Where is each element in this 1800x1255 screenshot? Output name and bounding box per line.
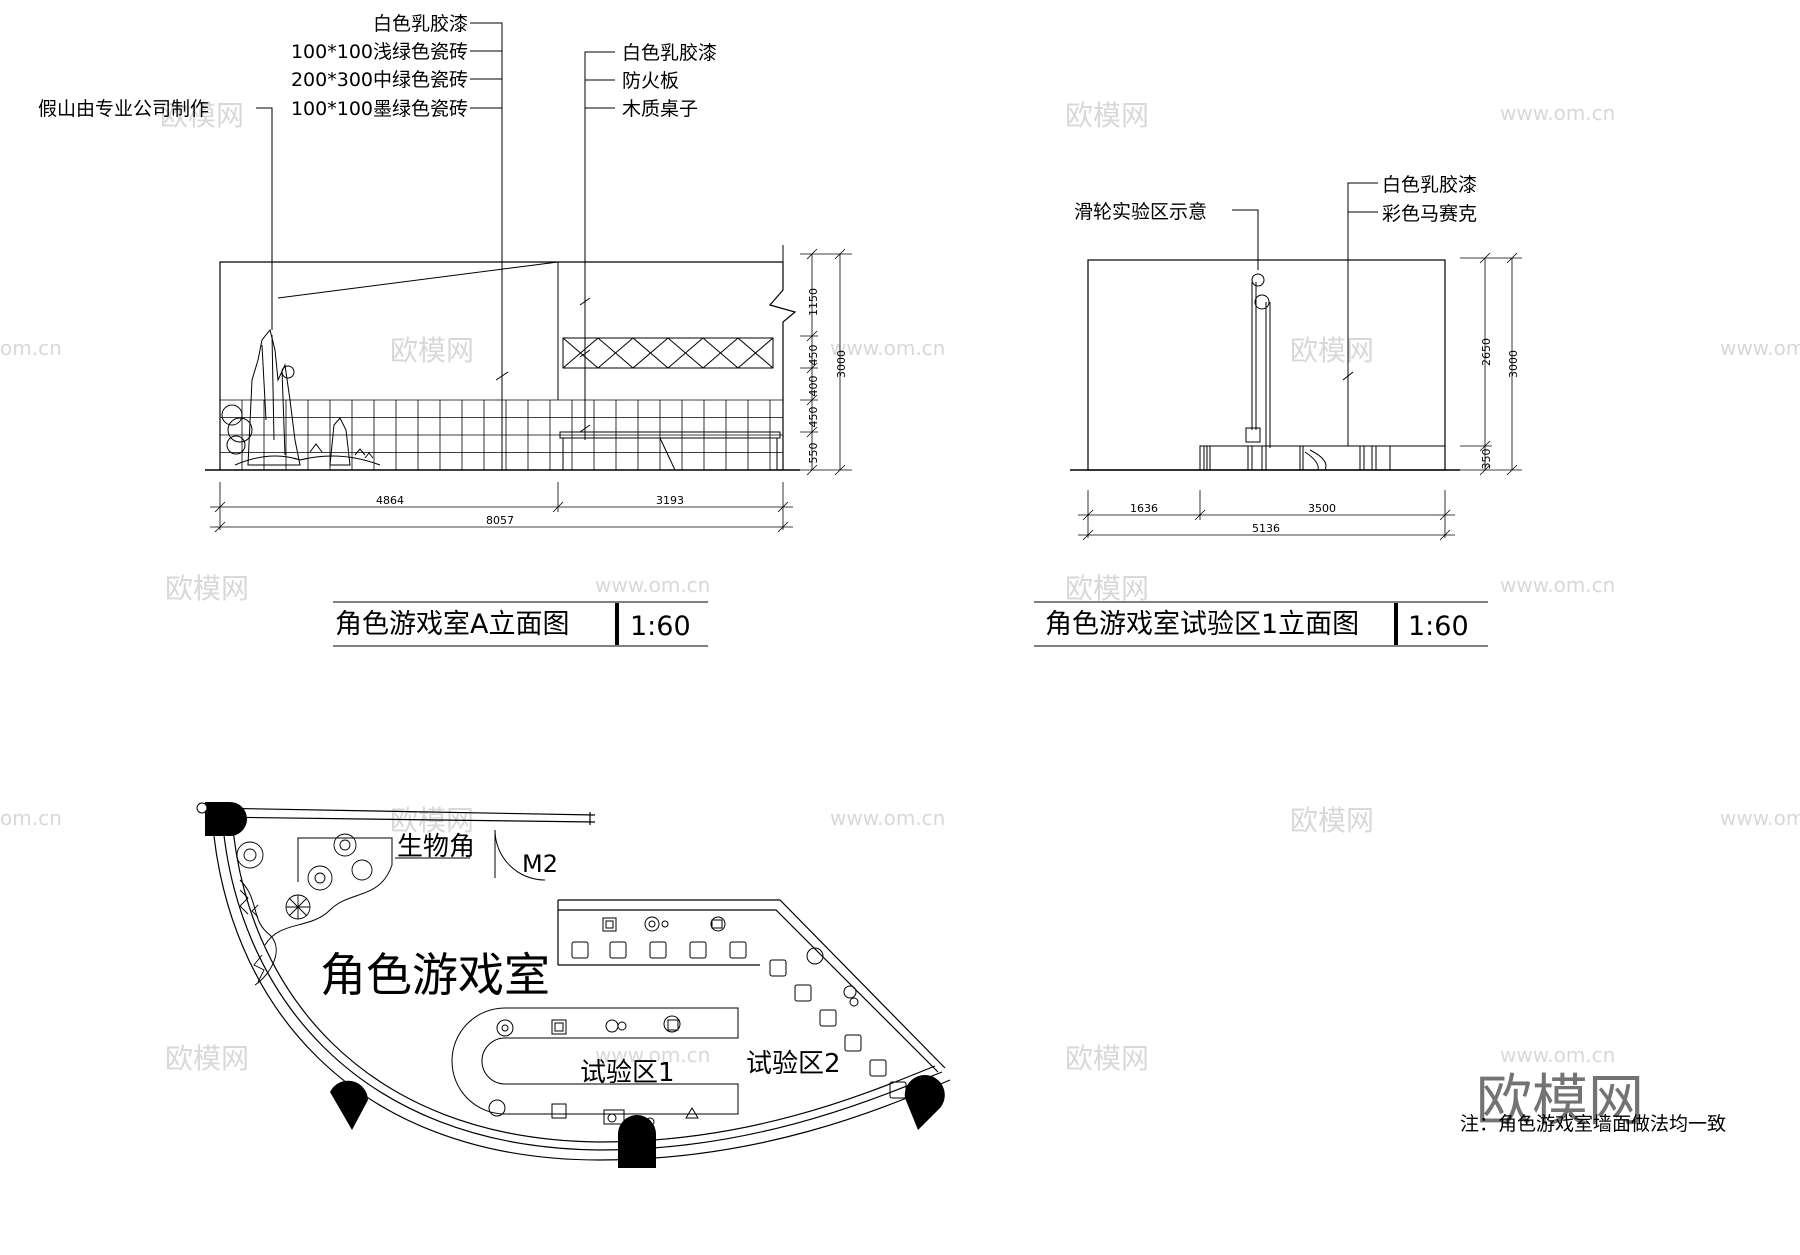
plan-u-counter: [451, 1007, 739, 1127]
elevation-a-rockery: [221, 328, 381, 466]
elevation-b-scale: 1:60: [1408, 611, 1469, 642]
chair: [689, 941, 707, 959]
plan-columns: [196, 802, 945, 1168]
elevation-a-dim-1150: 1150: [807, 288, 820, 316]
elevation-a-label-light-green-tile: 100*100浅绿色瓷砖: [291, 41, 468, 63]
elevation-b-dim-350: 350: [1480, 449, 1493, 470]
elevation-b-dim-3500: 3500: [1308, 502, 1336, 515]
elevation-b-label-mosaic: 彩色马赛克: [1382, 203, 1477, 225]
watermark-url: www.om.cn: [1720, 806, 1800, 830]
elevation-b-dim-5136: 5136: [1252, 522, 1280, 535]
elevation-a-label-mid-green-tile: 200*300中绿色瓷砖: [291, 69, 468, 91]
watermark-url: www.om.cn: [830, 806, 945, 830]
plan-right-wall: [557, 899, 946, 1073]
elevation-a-leaders: [256, 22, 615, 470]
plan-door-tag: M2: [522, 850, 558, 878]
watermark-url: www.om.cn: [1720, 336, 1800, 360]
elevation-a-title-block: 角色游戏室A立面图 1:60: [333, 601, 708, 647]
plan-wall-counter-objects: [602, 916, 859, 1007]
elevation-b-leaders: [1232, 182, 1378, 446]
elevation-b-dim-total-height: 3000: [1507, 350, 1520, 378]
elevation-a-label-white-latex-right: 白色乳胶漆: [622, 42, 717, 64]
elevation-a-label-wooden-table: 木质桌子: [622, 98, 698, 120]
watermark-logo: 欧模网: [165, 1042, 249, 1075]
chair: [571, 941, 589, 959]
elevation-a: 1150 450 400 450 550 3000 4864 3193 8057…: [38, 13, 852, 647]
watermark-logo: 欧模网: [1290, 804, 1374, 837]
watermark-url: om.cn: [0, 336, 62, 360]
watermark-url: www.om.cn: [830, 336, 945, 360]
elevation-b-mosaic-base: [1199, 445, 1446, 471]
watermark-url: www.om.cn: [1500, 101, 1615, 125]
watermark-logo: 欧模网: [1065, 99, 1149, 132]
elevation-a-cabinet: [562, 337, 774, 369]
elevation-a-dim-400: 400: [807, 376, 820, 397]
plan-bio-corner: [239, 837, 470, 986]
plan-plants: [236, 833, 373, 983]
elevation-a-dim-3193: 3193: [656, 494, 684, 507]
watermark-logo: 欧模网: [1290, 334, 1374, 367]
floor-plan: 角色游戏室 生物角 M2 试验区1 试验区2: [196, 802, 951, 1168]
chair: [769, 959, 787, 977]
elevation-b: 2650 350 3000 1636 3500 5136 滑轮实验区示意 白色乳…: [1034, 174, 1522, 647]
plan-zone-exp1: 试验区1: [580, 1058, 675, 1088]
elevation-b-vertical-dims: [1460, 252, 1522, 476]
elevation-a-dim-550: 550: [807, 443, 820, 464]
wall-finish-note: 注：角色游戏室墙面做法均一致: [1460, 1113, 1726, 1135]
plan-outer-walls: [211, 814, 951, 1161]
watermark-url: www.om.cn: [595, 573, 710, 597]
elevation-a-rock-outline-line: [277, 261, 559, 299]
watermark-logo: 欧模网: [390, 334, 474, 367]
watermark-url: www.om.cn: [1500, 573, 1615, 597]
watermark-logo: 欧模网: [1065, 1042, 1149, 1075]
watermark-logo: 欧模网: [165, 572, 249, 605]
elevation-b-label-white-latex: 白色乳胶漆: [1382, 174, 1477, 196]
elevation-a-dim-4864: 4864: [376, 494, 404, 507]
elevation-b-dim-1636: 1636: [1130, 502, 1158, 515]
watermark-logo-large: 欧模网: [1476, 1069, 1644, 1134]
elevation-b-pulley: [1245, 273, 1271, 448]
watermark-url: om.cn: [0, 806, 62, 830]
elevation-a-label-dark-green-tile: 100*100墨绿色瓷砖: [291, 98, 468, 120]
watermark-url: www.om.cn: [1500, 1043, 1615, 1067]
elevation-b-title-block: 角色游戏室试验区1立面图 1:60: [1034, 601, 1488, 647]
elevation-a-wooden-table: [559, 431, 781, 471]
elevation-a-label-rockery: 假山由专业公司制作: [38, 98, 209, 120]
plan-top-wall: [209, 807, 596, 825]
elevation-a-label-fireproof-board: 防火板: [622, 70, 679, 92]
elevation-a-wall-outline: [219, 261, 797, 470]
chair: [844, 1034, 862, 1052]
watermark-url: www.om.cn: [595, 1043, 710, 1067]
elevation-a-dim-450-lower: 450: [807, 407, 820, 428]
chair: [869, 1059, 887, 1077]
watermark-logo: 欧模网: [160, 99, 244, 132]
chair: [819, 1009, 837, 1027]
elevation-a-vertical-dims: [800, 248, 852, 476]
plan-room-name: 角色游戏室: [320, 948, 550, 1002]
plan-zone-bio: 生物角: [397, 832, 475, 862]
elevation-b-dim-2650: 2650: [1480, 338, 1493, 366]
chair: [609, 941, 627, 959]
watermark-layer: 欧模网 欧模网 www.om.cn om.cn 欧模网 www.om.cn 欧模…: [0, 99, 1800, 1075]
elevation-a-dim-total-height: 3000: [835, 350, 848, 378]
elevation-b-title: 角色游戏室试验区1立面图: [1045, 609, 1359, 640]
elevation-a-dim-450-upper: 450: [807, 345, 820, 366]
chair: [794, 984, 812, 1002]
elevation-a-dim-8057: 8057: [486, 514, 514, 527]
elevation-a-title: 角色游戏室A立面图: [335, 609, 569, 640]
plan-zone-exp2: 试验区2: [746, 1049, 841, 1079]
elevation-b-label-pulley: 滑轮实验区示意: [1074, 201, 1207, 223]
chair: [649, 941, 667, 959]
elevation-a-scale: 1:60: [630, 611, 691, 642]
elevation-a-label-white-latex: 白色乳胶漆: [373, 13, 468, 35]
elevation-b-horizontal-dims: [1078, 490, 1455, 541]
plan-door-m2: [494, 829, 546, 881]
plan-chairs: [571, 941, 907, 1099]
elevation-a-horizontal-dims: [210, 482, 793, 533]
watermark-logo: 欧模网: [1065, 572, 1149, 605]
chair: [729, 941, 747, 959]
